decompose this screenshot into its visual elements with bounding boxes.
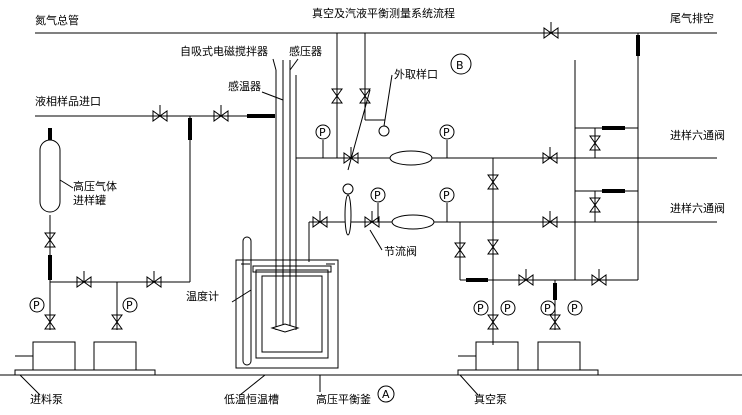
valve-icon — [589, 135, 601, 151]
valves — [44, 22, 607, 330]
leader-line — [369, 229, 383, 251]
pipes — [35, 32, 717, 345]
valve-icon — [543, 27, 559, 39]
pressure-gauge-icon: P — [370, 187, 386, 222]
pressure-gauge-icon: P — [439, 124, 455, 158]
thermometer-icon — [242, 236, 252, 366]
label-hp-vessel: 高压平衡釜 — [316, 392, 371, 406]
valve-icon — [549, 314, 561, 330]
pressure-gauge-icon: P — [122, 297, 138, 313]
label-external-sampling: 外取样口 — [394, 67, 438, 81]
pressure-gauge-icon: P — [315, 124, 331, 158]
pump-icon — [537, 341, 581, 371]
valve-icon — [152, 110, 168, 122]
label-pressure-sensor: 感压器 — [289, 45, 322, 58]
pressure-gauge-icon: P — [500, 300, 516, 316]
svg-text:P: P — [126, 299, 133, 312]
throttle-icon — [344, 194, 352, 236]
valve-icon — [364, 216, 380, 228]
pump-icon — [475, 341, 519, 371]
label-sixway-bottom: 进样六通阀 — [670, 201, 725, 215]
heat-exchanger-icon — [391, 214, 435, 230]
valve-icon — [343, 152, 359, 164]
valve-icon — [487, 174, 499, 190]
valve-icon — [591, 274, 607, 286]
valve-icon — [213, 110, 229, 122]
pressure-gauge-icon: P — [540, 300, 556, 316]
marker-b-circle — [450, 53, 472, 75]
svg-text:P: P — [544, 302, 551, 315]
label-thermometer: 温度计 — [186, 289, 219, 303]
pump-icon — [93, 341, 137, 371]
label-stirrer: 自吸式电磁搅拌器 — [180, 44, 268, 58]
label-exhaust: 尾气排空 — [670, 11, 714, 25]
temp-probe-icon — [378, 125, 390, 137]
valve-icon — [312, 216, 328, 228]
label-throttle: 节流阀 — [384, 244, 417, 258]
valve-icon — [589, 197, 601, 213]
pressure-gauge-icon: P — [439, 187, 455, 222]
svg-text:P: P — [443, 189, 450, 202]
svg-text:P: P — [571, 302, 578, 315]
valve-icon — [44, 232, 56, 248]
heat-exchanger-icon — [389, 150, 433, 166]
label-hp-gas-tank-2: 进样罐 — [73, 193, 106, 207]
stirrer-icon — [270, 323, 300, 333]
hp-vessel-body — [255, 269, 329, 359]
svg-text:P: P — [443, 126, 450, 139]
valve-icon — [487, 239, 499, 255]
valve-icon — [518, 274, 534, 286]
label-nitrogen-main: 氮气总管 — [35, 13, 79, 27]
valve-icon — [44, 314, 56, 330]
valve-icon — [111, 314, 123, 330]
pressure-gauge-icon: P — [567, 300, 583, 316]
cryostat — [231, 236, 339, 369]
label-temp-sensor: 感温器 — [228, 80, 261, 93]
label-sixway-top: 进样六通阀 — [670, 128, 725, 142]
valve-icon — [146, 276, 162, 288]
pump-icon — [32, 341, 76, 371]
diagram-title: 真空及汽液平衡测量系统流程 — [312, 6, 455, 20]
marker-a: A — [382, 388, 390, 401]
label-feed-pump: 进料泵 — [30, 392, 63, 406]
svg-text:P: P — [477, 302, 484, 315]
valve-icon — [76, 276, 92, 288]
marker-b: B — [456, 59, 464, 72]
label-vacuum-pump: 真空泵 — [474, 392, 507, 406]
valve-icon — [331, 88, 343, 104]
svg-text:P: P — [33, 299, 40, 312]
label-hp-gas-tank-1: 高压气体 — [73, 179, 117, 193]
svg-text:P: P — [374, 189, 381, 202]
label-liquid-inlet: 液相样品进口 — [35, 94, 101, 108]
feed-pumps — [14, 341, 156, 396]
leader-line — [347, 89, 371, 171]
tank-icon — [39, 139, 61, 213]
valve-icon — [487, 314, 499, 330]
marker-a-circle — [377, 385, 395, 403]
vacuum-pumps — [457, 341, 599, 396]
pressure-gauge-icon: P — [29, 297, 45, 313]
valve-icon — [542, 216, 558, 228]
temp-probe-icon — [342, 183, 354, 195]
svg-text:P: P — [504, 302, 511, 315]
svg-text:P: P — [319, 126, 326, 139]
gauges: P P P P P P P P P P — [29, 124, 583, 316]
valve-icon — [359, 88, 371, 104]
label-cryostat: 低温恒温槽 — [224, 393, 279, 406]
pressure-gauge-icon: P — [473, 300, 489, 316]
valve-icon — [542, 152, 558, 164]
valve-icon — [454, 242, 466, 258]
